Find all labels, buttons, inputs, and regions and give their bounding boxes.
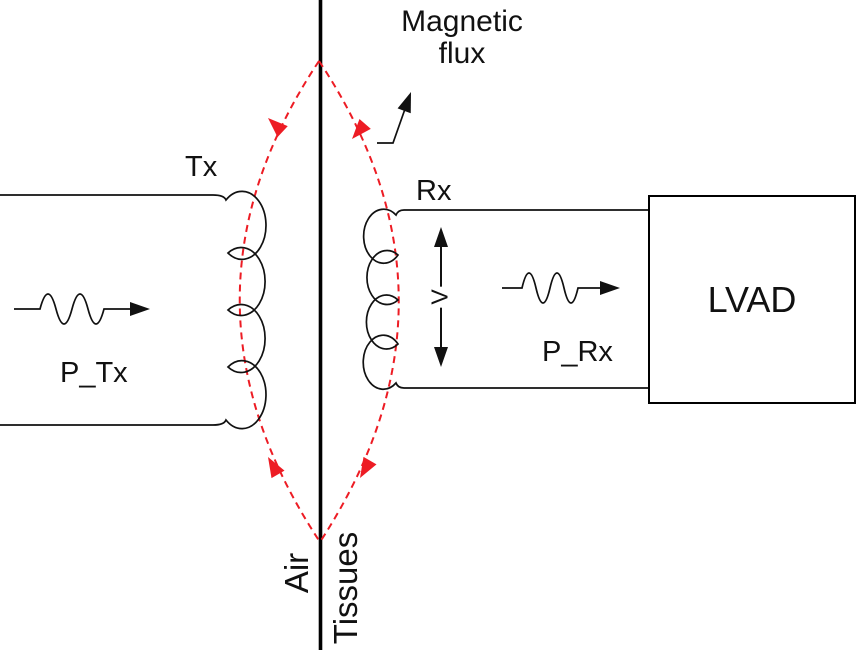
flux-arrow-top-left-icon xyxy=(268,118,288,138)
tx-coil xyxy=(0,190,267,430)
rx-coil xyxy=(362,208,649,390)
rx-sine-wave xyxy=(502,272,601,304)
voltage-arrow-up-icon xyxy=(434,227,448,247)
tx-power-label: P_Tx xyxy=(60,357,128,389)
flux-arrow-bottom-right-icon xyxy=(360,456,377,478)
tx-sine-wave xyxy=(14,293,131,325)
tissues-side-label: Tissues xyxy=(327,531,364,645)
flux-arrow-bottom-left-icon xyxy=(268,457,285,479)
voltage-arrow-down-icon xyxy=(434,347,448,367)
flux-arrow-top-right-icon xyxy=(352,118,371,139)
tx-coil-label: Tx xyxy=(185,151,218,183)
magnetic-flux-label: Magnetic flux xyxy=(401,5,523,71)
flux-leader-arrow-icon xyxy=(397,92,411,114)
air-side-label: Air xyxy=(278,552,315,594)
lvad-label: LVAD xyxy=(707,278,797,320)
lvad-box: LVAD xyxy=(648,195,856,404)
tx-power-arrow-icon xyxy=(130,302,150,316)
flux-leader-line xyxy=(377,108,406,144)
rx-power-arrow-icon xyxy=(600,281,620,295)
voltage-label: V xyxy=(426,286,454,308)
rx-power-label: P_Rx xyxy=(542,336,613,368)
rx-coil-label: Rx xyxy=(416,175,452,207)
